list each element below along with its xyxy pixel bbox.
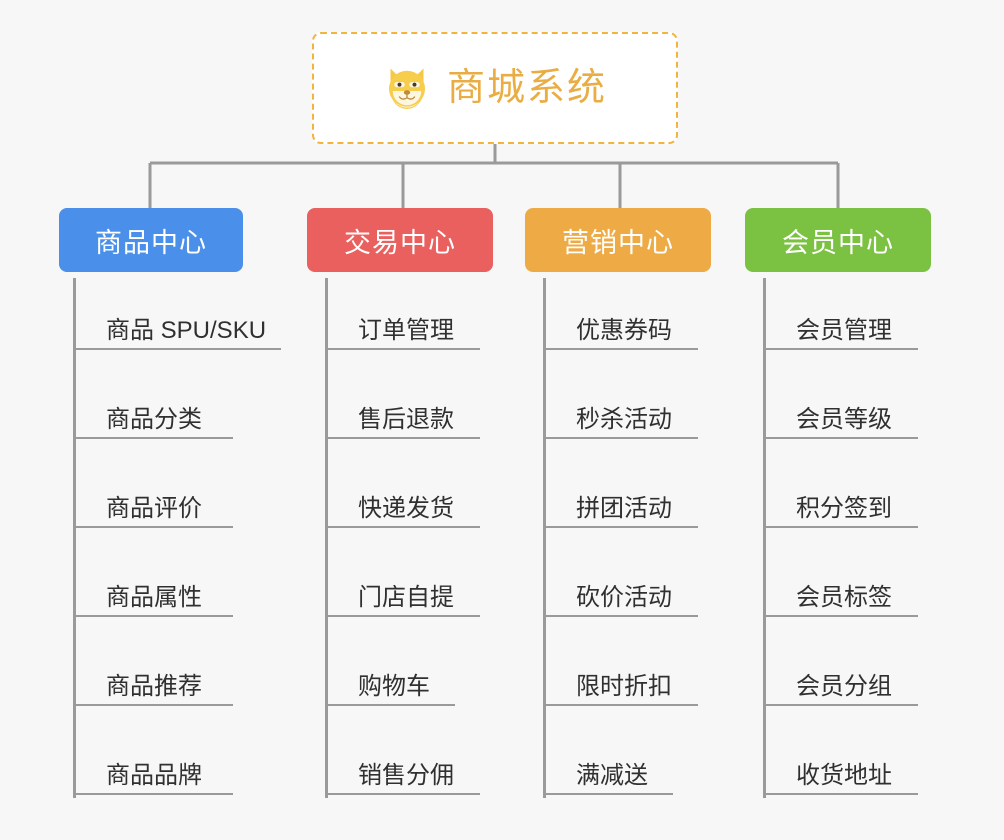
category-box-product-center[interactable]: 商品中心 <box>59 208 243 272</box>
leaf-item-label: 商品属性 <box>106 584 202 611</box>
leaf-item-label: 砍价活动 <box>576 584 672 611</box>
leaf-stem-line <box>763 278 766 798</box>
leaf-item[interactable]: 收货地址 <box>763 749 918 795</box>
leaf-item-label: 销售分佣 <box>358 762 454 789</box>
category-box-trade-center[interactable]: 交易中心 <box>307 208 493 272</box>
category-box-member-center[interactable]: 会员中心 <box>745 208 931 272</box>
leaf-item-label: 商品 SPU/SKU <box>106 317 267 344</box>
leaf-item-label: 会员标签 <box>796 584 892 611</box>
leaf-item[interactable]: 商品推荐 <box>73 660 233 706</box>
leaf-item-label: 积分签到 <box>796 495 892 522</box>
leaf-item[interactable]: 满减送 <box>543 749 673 795</box>
leaf-stem-line <box>543 278 546 798</box>
root-title: 商城系统 <box>446 67 607 109</box>
leaf-item-label: 会员分组 <box>796 673 892 700</box>
leaf-item-label: 门店自提 <box>358 584 454 611</box>
leaf-item[interactable]: 砍价活动 <box>543 571 698 617</box>
leaf-item[interactable]: 销售分佣 <box>325 749 480 795</box>
leaf-item[interactable]: 订单管理 <box>325 304 480 350</box>
category-label: 会员中心 <box>782 227 894 258</box>
leaf-item[interactable]: 积分签到 <box>763 482 918 528</box>
leaf-item-label: 商品品牌 <box>106 762 202 789</box>
leaf-item[interactable]: 拼团活动 <box>543 482 698 528</box>
leaf-item[interactable]: 售后退款 <box>325 393 480 439</box>
leaf-item-label: 限时折扣 <box>576 673 672 700</box>
leaf-item-label: 订单管理 <box>358 317 454 344</box>
leaf-item[interactable]: 商品 SPU/SKU <box>73 304 281 350</box>
leaf-item[interactable]: 会员分组 <box>763 660 918 706</box>
leaf-item[interactable]: 优惠券码 <box>543 304 698 350</box>
leaf-stem-line <box>73 278 76 798</box>
leaf-item[interactable]: 会员管理 <box>763 304 918 350</box>
category-label: 交易中心 <box>344 227 456 258</box>
shiba-dog-icon <box>388 68 425 109</box>
leaf-item[interactable]: 商品分类 <box>73 393 233 439</box>
leaf-item-label: 会员管理 <box>796 317 892 344</box>
leaf-item[interactable]: 会员等级 <box>763 393 918 439</box>
leaf-stem-line <box>325 278 328 798</box>
leaf-item[interactable]: 门店自提 <box>325 571 480 617</box>
leaf-item[interactable]: 快递发货 <box>325 482 480 528</box>
leaf-item[interactable]: 商品属性 <box>73 571 233 617</box>
leaf-item[interactable]: 限时折扣 <box>543 660 698 706</box>
leaf-item-label: 拼团活动 <box>576 495 672 522</box>
leaf-item-label: 收货地址 <box>796 762 892 789</box>
leaf-item-label: 商品推荐 <box>106 673 202 700</box>
leaf-item-label: 购物车 <box>358 673 430 700</box>
leaf-item-label: 秒杀活动 <box>576 406 672 433</box>
leaf-item[interactable]: 会员标签 <box>763 571 918 617</box>
leaf-item-label: 快递发货 <box>358 495 454 522</box>
category-box-marketing-center[interactable]: 营销中心 <box>525 208 711 272</box>
leaf-item-label: 优惠券码 <box>576 317 672 344</box>
leaf-item[interactable]: 秒杀活动 <box>543 393 698 439</box>
leaf-item-label: 商品评价 <box>106 495 202 522</box>
category-label: 商品中心 <box>95 227 207 258</box>
leaf-item[interactable]: 商品品牌 <box>73 749 233 795</box>
leaf-item-label: 售后退款 <box>358 406 454 433</box>
root-node[interactable]: 商城系统 <box>312 32 678 144</box>
leaf-item-label: 会员等级 <box>796 406 892 433</box>
leaf-item[interactable]: 商品评价 <box>73 482 233 528</box>
category-label: 营销中心 <box>562 227 674 258</box>
leaf-item-label: 商品分类 <box>106 406 202 433</box>
leaf-item[interactable]: 购物车 <box>325 660 455 706</box>
leaf-item-label: 满减送 <box>576 762 648 789</box>
